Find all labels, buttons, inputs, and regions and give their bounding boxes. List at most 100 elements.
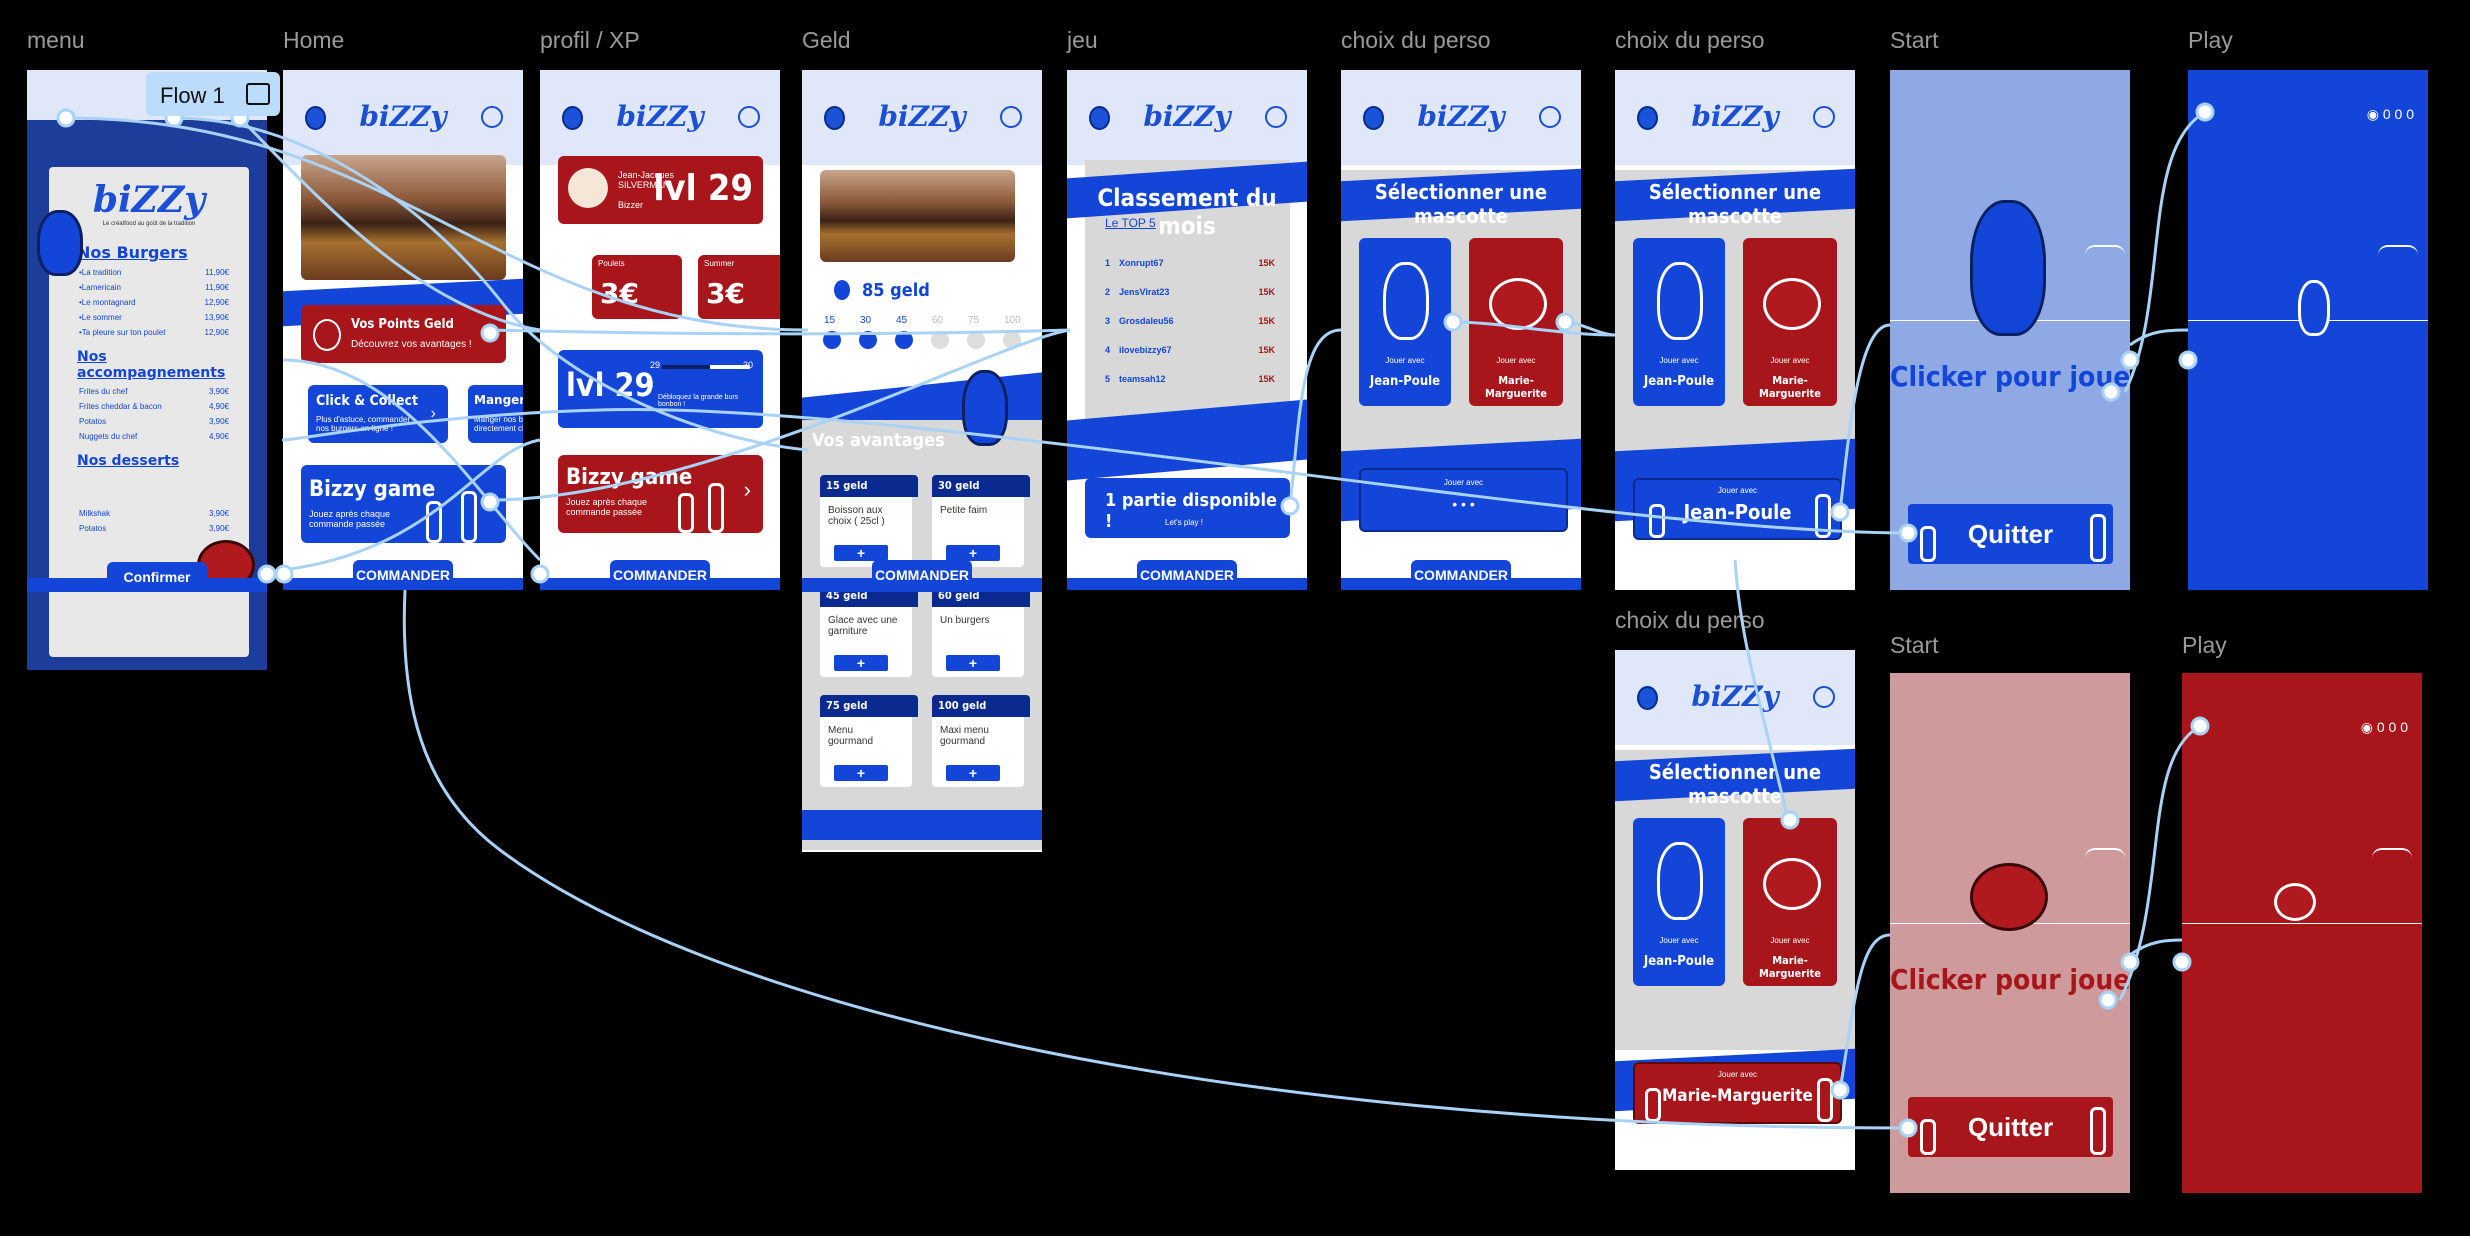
cactus-icon: [2090, 1107, 2106, 1155]
menu-item-price: 11,90€: [205, 283, 229, 292]
play-available-title: 1 partie disponible !: [1105, 490, 1278, 532]
loading-dots: • • •: [1452, 496, 1475, 512]
coin-icon[interactable]: [1637, 106, 1658, 130]
mascot-marie-marguerite-card[interactable]: Jouer avec Marie-Marguerite: [1743, 818, 1837, 986]
quit-button[interactable]: Quitter: [1908, 1097, 2113, 1157]
commander-tab[interactable]: COMMANDER: [1411, 560, 1511, 590]
cactus-icon: [708, 483, 724, 533]
promo-card-summer[interactable]: Summer 3€: [698, 255, 780, 319]
ranking-rank: 2: [1105, 286, 1111, 297]
select-mascot-title: Sélectionner une mascotte: [1648, 760, 1822, 808]
flow-label: Flow 1: [160, 83, 225, 108]
user-icon[interactable]: [1000, 106, 1022, 128]
bizzy-game-title: Bizzy game: [566, 465, 693, 490]
ranking-name: Grosdaleu56: [1119, 315, 1174, 326]
geld-step-coin-icon: [1003, 331, 1021, 349]
selected-mascot-name: Marie-Marguerite: [1662, 1086, 1813, 1106]
click-collect-subtitle: Plus d'astuce, commander nos burgers en …: [316, 415, 411, 433]
quit-button[interactable]: Quitter: [1908, 504, 2113, 564]
geld-step-label: 45: [896, 315, 908, 326]
mascot-jean-poule-card[interactable]: Jouer avec Jean-Poule: [1633, 818, 1725, 986]
add-reward-button[interactable]: +: [946, 545, 1000, 561]
desserts-title: Nos desserts: [77, 453, 180, 469]
user-icon[interactable]: [1813, 686, 1835, 708]
click-to-play-text[interactable]: Clicker pour jouer !: [1890, 360, 2130, 393]
xp-progress-fill: [662, 365, 711, 369]
commander-tab[interactable]: COMMANDER: [610, 560, 710, 590]
user-icon[interactable]: [481, 106, 503, 128]
menu-item[interactable]: Milkshak 3,90€: [79, 509, 229, 518]
menu-item-name: Milkshak: [79, 509, 111, 518]
play-available-button[interactable]: 1 partie disponible ! Let's play !: [1085, 478, 1290, 538]
add-reward-button[interactable]: +: [834, 545, 888, 561]
menu-item-name: •La tradition: [79, 268, 122, 277]
coin-icon[interactable]: [824, 106, 845, 130]
user-icon[interactable]: [1539, 106, 1561, 128]
score-coins: ◉ 0 0 0: [2360, 719, 2408, 735]
add-reward-button[interactable]: +: [946, 655, 1000, 671]
add-reward-button[interactable]: +: [834, 655, 888, 671]
promo-card-poulets[interactable]: Poulets 3€: [592, 255, 682, 319]
play-with-label: Jouer avec: [1717, 486, 1758, 495]
mascot-jean-poule-card[interactable]: Jouer avec Jean-Poule: [1633, 238, 1725, 406]
commander-tab[interactable]: COMMANDER: [1137, 560, 1237, 590]
cloud-icon: [2085, 245, 2125, 255]
player-mascot: [2298, 280, 2330, 336]
points-geld-card[interactable]: Vos Points Geld Découvrez vos avantages …: [301, 305, 506, 363]
frame-profil: biZZy Jean-Jacques SILVERMAN Bizzer lvl …: [540, 70, 780, 590]
frame-label-start2: Start: [1890, 632, 1939, 658]
cactus-icon: [678, 493, 694, 533]
coin-icon[interactable]: [1089, 106, 1110, 130]
flow-badge[interactable]: Flow 1: [146, 72, 280, 116]
coin-icon[interactable]: [1637, 686, 1658, 710]
coin-icon[interactable]: [1363, 106, 1384, 130]
play-with-button[interactable]: Jouer avec • • •: [1359, 468, 1568, 532]
mascot-jean-poule-card[interactable]: Jouer avec Jean-Poule: [1359, 238, 1451, 406]
mascot-marie-marguerite-card[interactable]: Jouer avec Marie-Marguerite: [1743, 238, 1837, 406]
user-icon[interactable]: [1813, 106, 1835, 128]
coin-icon[interactable]: [305, 106, 326, 130]
play-with-label: Jouer avec: [1443, 478, 1484, 487]
add-reward-button[interactable]: +: [834, 765, 888, 781]
click-collect-card[interactable]: Click & Collect Plus d'astuce, commander…: [308, 385, 448, 443]
frame-choix-3: biZZy Sélectionner une mascotte Jouer av…: [1615, 650, 1855, 1170]
user-icon[interactable]: [1265, 106, 1287, 128]
xp-min: 29: [650, 360, 661, 370]
score-coins: ◉ 0 0 0: [2366, 106, 2414, 122]
bizzy-game-title: Bizzy game: [309, 477, 436, 502]
geld-step-coin-icon: [931, 331, 949, 349]
commander-tab[interactable]: COMMANDER: [353, 560, 453, 590]
user-icon[interactable]: [738, 106, 760, 128]
click-to-play-text[interactable]: Clicker pour jouer !: [1890, 963, 2130, 996]
commander-tab[interactable]: COMMANDER: [872, 560, 972, 590]
mascot-marie-marguerite-card[interactable]: Jouer avec Marie-Marguerite: [1469, 238, 1563, 406]
bizzy-game-card[interactable]: Bizzy game Jouez après chaque commande p…: [558, 455, 763, 533]
frame-label-jeu: jeu: [1067, 27, 1098, 53]
play-with-marie-marguerite-button[interactable]: Jouer avec Marie-Marguerite: [1633, 1062, 1842, 1124]
play-with-label: Jouer avec: [1659, 936, 1699, 945]
geld-step-label: 30: [860, 315, 872, 326]
add-reward-button[interactable]: +: [946, 765, 1000, 781]
ranking-score: 15K: [1258, 373, 1275, 384]
menu-item-price: 3,90€: [208, 509, 229, 518]
menu-item-name: •Ta pleure sur ton poulet: [79, 328, 166, 337]
coin-icon[interactable]: [562, 106, 583, 130]
confirm-button[interactable]: Confirmer: [107, 562, 207, 592]
